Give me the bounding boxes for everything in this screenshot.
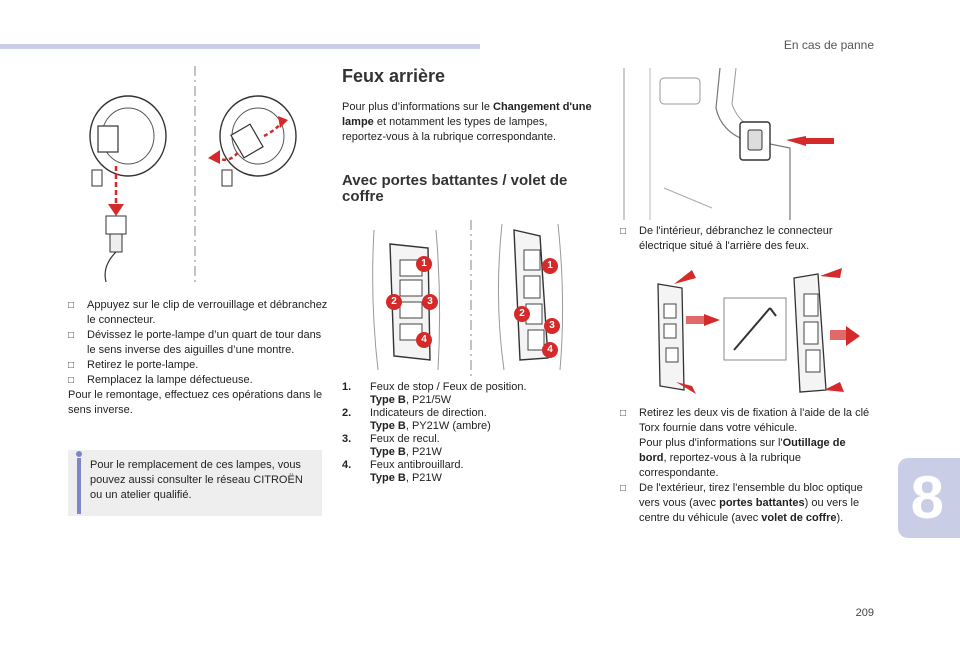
lamp-name: Feux de stop / Feux de position. (370, 381, 527, 393)
step-text: Retirez les deux vis de fixation à l'aid… (639, 407, 870, 434)
step-text: Retirez le porte-lampe. (87, 359, 199, 371)
step-item: □ Appuyez sur le clip de verrouillage et … (68, 298, 330, 328)
lamp-item: 1. Feux de stop / Feux de position. Type… (342, 381, 592, 407)
step-item: □ Dévissez le porte-lampe d’un quart de t… (68, 328, 330, 358)
checkbox-icon: □ (68, 375, 75, 386)
removal-steps-right: □ Retirez les deux vis de fixation à l'a… (620, 406, 874, 526)
step-text: ). (836, 512, 844, 524)
step-item: □ Remplacez la lampe défectueuse. (68, 373, 330, 388)
step-bold: portes battantes (719, 497, 805, 509)
step-ref: , reportez-vous à la rubrique correspond… (639, 452, 802, 479)
lamp-name: Feux antibrouillard. (370, 459, 464, 471)
info-note: Pour le remplacement de ces lampes, vous… (68, 450, 322, 516)
callout-badge: 3 (544, 318, 560, 334)
lamp-number: 3. (342, 433, 352, 445)
connector-illustration (623, 68, 834, 220)
torx-screws-illustration (657, 268, 860, 394)
chapter-tab (898, 458, 960, 538)
callout-badge: 2 (514, 306, 530, 322)
lamp-name: Indicateurs de direction. (370, 407, 487, 419)
section-title: En cas de panne (783, 38, 874, 52)
lamp-type: Type B (370, 420, 406, 432)
rear-lights-illustration: 1 2 3 4 1 2 3 4 (344, 220, 598, 376)
lamp-name: Feux de recul. (370, 433, 440, 445)
lamp-spec: Type B, P21/5W (370, 394, 592, 407)
intro-text: Pour plus d’informations sur le (342, 101, 494, 113)
lamp-spec-value: , P21W (405, 472, 442, 484)
remount-text: Pour le remontage, effectuez ces opérati… (68, 389, 323, 416)
page-number: 209 (855, 607, 874, 619)
callout-badge: 4 (416, 332, 432, 348)
header-accent-bar (0, 44, 480, 49)
callout-badge: 1 (542, 258, 558, 274)
intro-text: et notamment les types de lampes, report… (342, 116, 557, 143)
checkbox-icon: □ (620, 483, 627, 494)
subtitle: Avec portes battantes / volet de coffre (342, 172, 568, 205)
callout-badge: 4 (542, 342, 558, 358)
lamp-list: 1. Feux de stop / Feux de position. Type… (342, 381, 592, 485)
lamp-spec: Type B, P21W (370, 472, 592, 485)
checkbox-icon: □ (68, 330, 75, 341)
step-text: Remplacez la lampe défectueuse. (87, 374, 253, 386)
checkbox-icon: □ (68, 360, 75, 371)
lamp-number: 4. (342, 459, 352, 471)
chapter-number: 8 (910, 464, 944, 531)
lamp-type: Type B (370, 446, 406, 458)
step-ref: Pour plus d'informations sur l' (639, 437, 783, 449)
lamp-item: 4. Feux antibrouillard. Type B, P21W (342, 459, 592, 485)
lamp-type: Type B (370, 472, 406, 484)
checkbox-icon: □ (68, 300, 75, 311)
step-bold: volet de coffre (761, 512, 837, 524)
step-text: De l'intérieur, débranchez le connecteur… (639, 225, 833, 252)
lamp-spec: Type B, PY21W (ambre) (370, 420, 592, 433)
intro-bold: Changement d'une lampe (342, 101, 592, 128)
callout-badge: 3 (422, 294, 438, 310)
lamp-item: 3. Feux de recul. Type B, P21W (342, 433, 592, 459)
step-ref-bold: Outillage de bord (639, 437, 846, 464)
callout-badge: 2 (386, 294, 402, 310)
callout-badge: 1 (416, 256, 432, 272)
lamp-item: 2. Indicateurs de direction. Type B, PY2… (342, 407, 592, 433)
checkbox-icon: □ (620, 226, 627, 237)
step-item: □ Retirez le porte-lampe. (68, 358, 330, 373)
lamp-holder-illustration (89, 66, 297, 282)
step-item: □ De l'extérieur, tirez l'ensemble du bl… (620, 481, 874, 526)
rear-lights-drawing (372, 220, 564, 376)
lamp-spec: Type B, P21W (370, 446, 592, 459)
lamp-spec-value: , P21/5W (405, 394, 452, 406)
note-text: Pour le remplacement de ces lampes, vous… (90, 459, 303, 501)
info-icon (77, 458, 81, 514)
intro-paragraph: Pour plus d’informations sur le Changeme… (342, 100, 592, 145)
step-text: Appuyez sur le clip de verrouillage et d… (87, 299, 328, 326)
checkbox-icon: □ (620, 408, 627, 419)
lamp-spec-value: , P21W (405, 446, 442, 458)
step-text: Dévissez le porte-lampe d’un quart de to… (87, 329, 322, 356)
info-dot (76, 451, 82, 457)
step-item: □ De l'intérieur, débranchez le connecteu… (620, 224, 872, 254)
step-text: ) ou vers le centre du véhicule (avec (639, 497, 860, 524)
lamp-spec-value: , PY21W (ambre) (405, 420, 491, 432)
lamp-type: Type B (370, 394, 406, 406)
step-text: De l'extérieur, tirez l'ensemble du bloc… (639, 482, 863, 509)
connector-step: □ De l'intérieur, débranchez le connecteu… (620, 224, 872, 254)
page-title: Feux arrière (342, 66, 446, 86)
removal-steps: □ Appuyez sur le clip de verrouillage et … (68, 298, 330, 418)
lamp-number: 1. (342, 381, 352, 393)
step-item: □ Retirez les deux vis de fixation à l'a… (620, 406, 874, 481)
lamp-number: 2. (342, 407, 352, 419)
